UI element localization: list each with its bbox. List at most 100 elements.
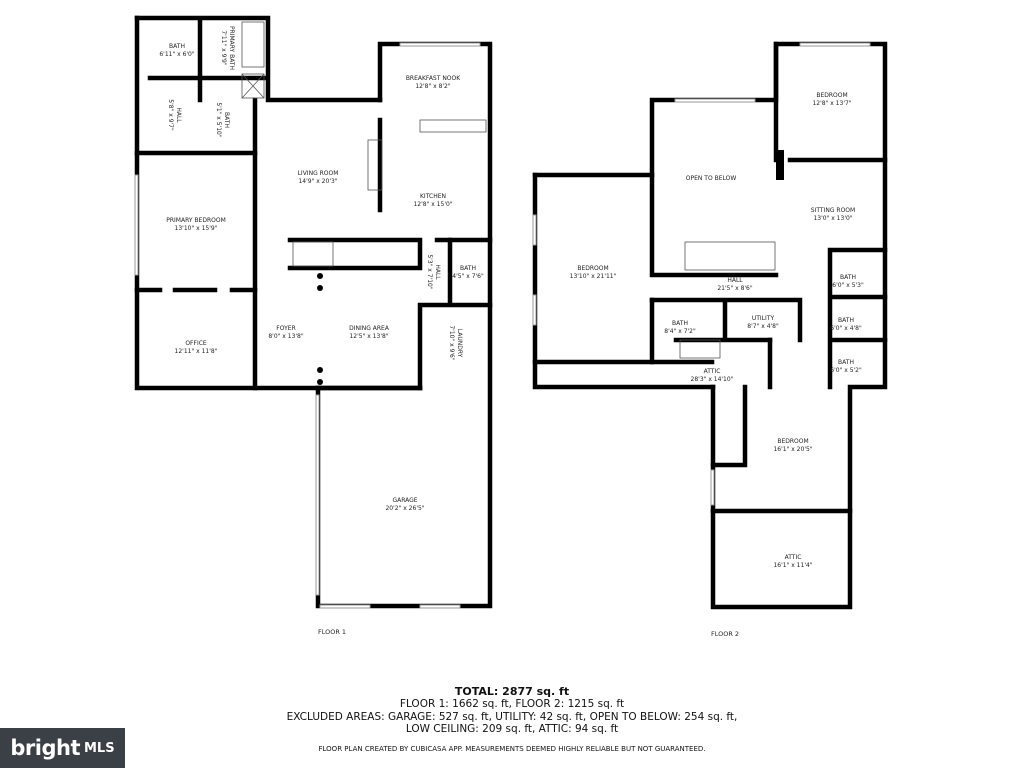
bright-mls-logo: bright MLS	[0, 728, 125, 768]
room-dimensions: 6'0" x 4'8"	[830, 325, 862, 332]
room-dimensions: 28'3" x 14'10"	[691, 376, 734, 383]
logo-word: bright	[10, 736, 80, 760]
room-dimensions: 13'0" x 13'0"	[813, 215, 852, 222]
room-dimensions: 5'3" x 7'10"	[426, 254, 433, 290]
room-dimensions: 20'2" x 26'5"	[385, 505, 424, 512]
total-area: TOTAL: 2877 sq. ft	[454, 685, 570, 698]
room-name: GARAGE	[392, 497, 417, 504]
floor2-label: FLOOR 2	[711, 630, 739, 638]
room-name: LIVING ROOM	[298, 170, 339, 177]
room-name: BEDROOM	[577, 265, 608, 272]
room-name: BATH	[672, 320, 688, 327]
room-name: BEDROOM	[777, 438, 808, 445]
room-name: BREAKFAST NOOK	[406, 75, 461, 82]
excluded-areas-cont: LOW CEILING: 209 sq. ft, ATTIC: 94 sq. f…	[405, 723, 619, 735]
room-dimensions: 8'4" x 7'2"	[664, 328, 696, 335]
room-name: BATH	[460, 265, 476, 272]
room-name: DINING AREA	[349, 325, 390, 332]
room-dimensions: 13'10" x 15'9"	[175, 225, 218, 232]
room-dimensions: 12'5" x 13'8"	[349, 333, 388, 340]
room-dimensions: 6'0" x 5'2"	[830, 367, 862, 374]
room-name: UTILITY	[752, 315, 775, 322]
room-name: BATH	[838, 317, 854, 324]
room-dimensions: 12'8" x 13'7"	[812, 100, 851, 107]
room-dimensions: 6'0" x 5'3"	[832, 282, 864, 289]
room-name: LAUNDRY	[456, 329, 463, 358]
room-dimensions: 16'1" x 20'5"	[773, 446, 812, 453]
room-dimensions: 14'9" x 20'3"	[298, 178, 337, 185]
room-name: KITCHEN	[420, 193, 446, 200]
floor2-walls	[532, 41, 888, 610]
logo-suffix: MLS	[84, 740, 115, 756]
room-name: OFFICE	[185, 340, 207, 347]
room-name: BATH	[840, 274, 856, 281]
room-dimensions: 7'11" x 9'9"	[220, 30, 227, 66]
area-summary: TOTAL: 2877 sq. ft FLOOR 1: 1662 sq. ft,…	[0, 686, 1024, 753]
room-name: BATH	[223, 112, 230, 128]
room-dimensions: 5'8" x 9'7"	[167, 99, 174, 131]
room-dimensions: 16'1" x 11'4"	[773, 562, 812, 569]
room-name: HALL	[175, 107, 182, 123]
floor1-label: FLOOR 1	[318, 628, 346, 636]
room-dimensions: 12'8" x 8'2"	[415, 83, 451, 90]
floor1-fixtures	[134, 21, 487, 609]
room-name: BEDROOM	[816, 92, 847, 99]
room-dimensions: 12'8" x 15'0"	[413, 201, 452, 208]
floor1-walls	[134, 15, 493, 609]
room-name: FOYER	[276, 325, 295, 332]
room-name: OPEN TO BELOW	[686, 175, 737, 182]
room-name: PRIMARY BATH	[228, 26, 235, 70]
room-dimensions: 13'10" x 21'11"	[570, 273, 617, 280]
room-name: ATTIC	[785, 554, 802, 561]
room-dimensions: 12'11" x 11'8"	[175, 348, 218, 355]
room-name: SITTING ROOM	[811, 207, 855, 214]
room-dimensions: 8'7" x 4'8"	[747, 323, 779, 330]
room-dimensions: 6'11" x 6'0"	[159, 51, 195, 58]
room-label: OPEN TO BELOW	[686, 175, 737, 182]
room-dimensions: 21'5" x 8'6"	[717, 285, 753, 292]
room-name: ATTIC	[704, 368, 721, 375]
room-name: BATH	[169, 43, 185, 50]
excluded-areas: EXCLUDED AREAS: GARAGE: 527 sq. ft, UTIL…	[286, 710, 738, 723]
room-dimensions: 7'10" x 9'6"	[448, 325, 455, 361]
room-name: PRIMARY BEDROOM	[166, 217, 226, 224]
room-dimensions: 8'0" x 13'8"	[268, 333, 304, 340]
room-name: BATH	[838, 359, 854, 366]
room-name: HALL	[727, 277, 743, 284]
room-dimensions: 4'5" x 7'6"	[452, 273, 484, 280]
room-dimensions: 5'1" x 5'10"	[215, 102, 222, 138]
room-name: HALL	[434, 264, 441, 280]
disclaimer: FLOOR PLAN CREATED BY CUBICASA APP. MEAS…	[318, 744, 706, 753]
floor-areas: FLOOR 1: 1662 sq. ft, FLOOR 2: 1215 sq. …	[399, 698, 625, 710]
floor2-fixtures	[532, 42, 871, 506]
